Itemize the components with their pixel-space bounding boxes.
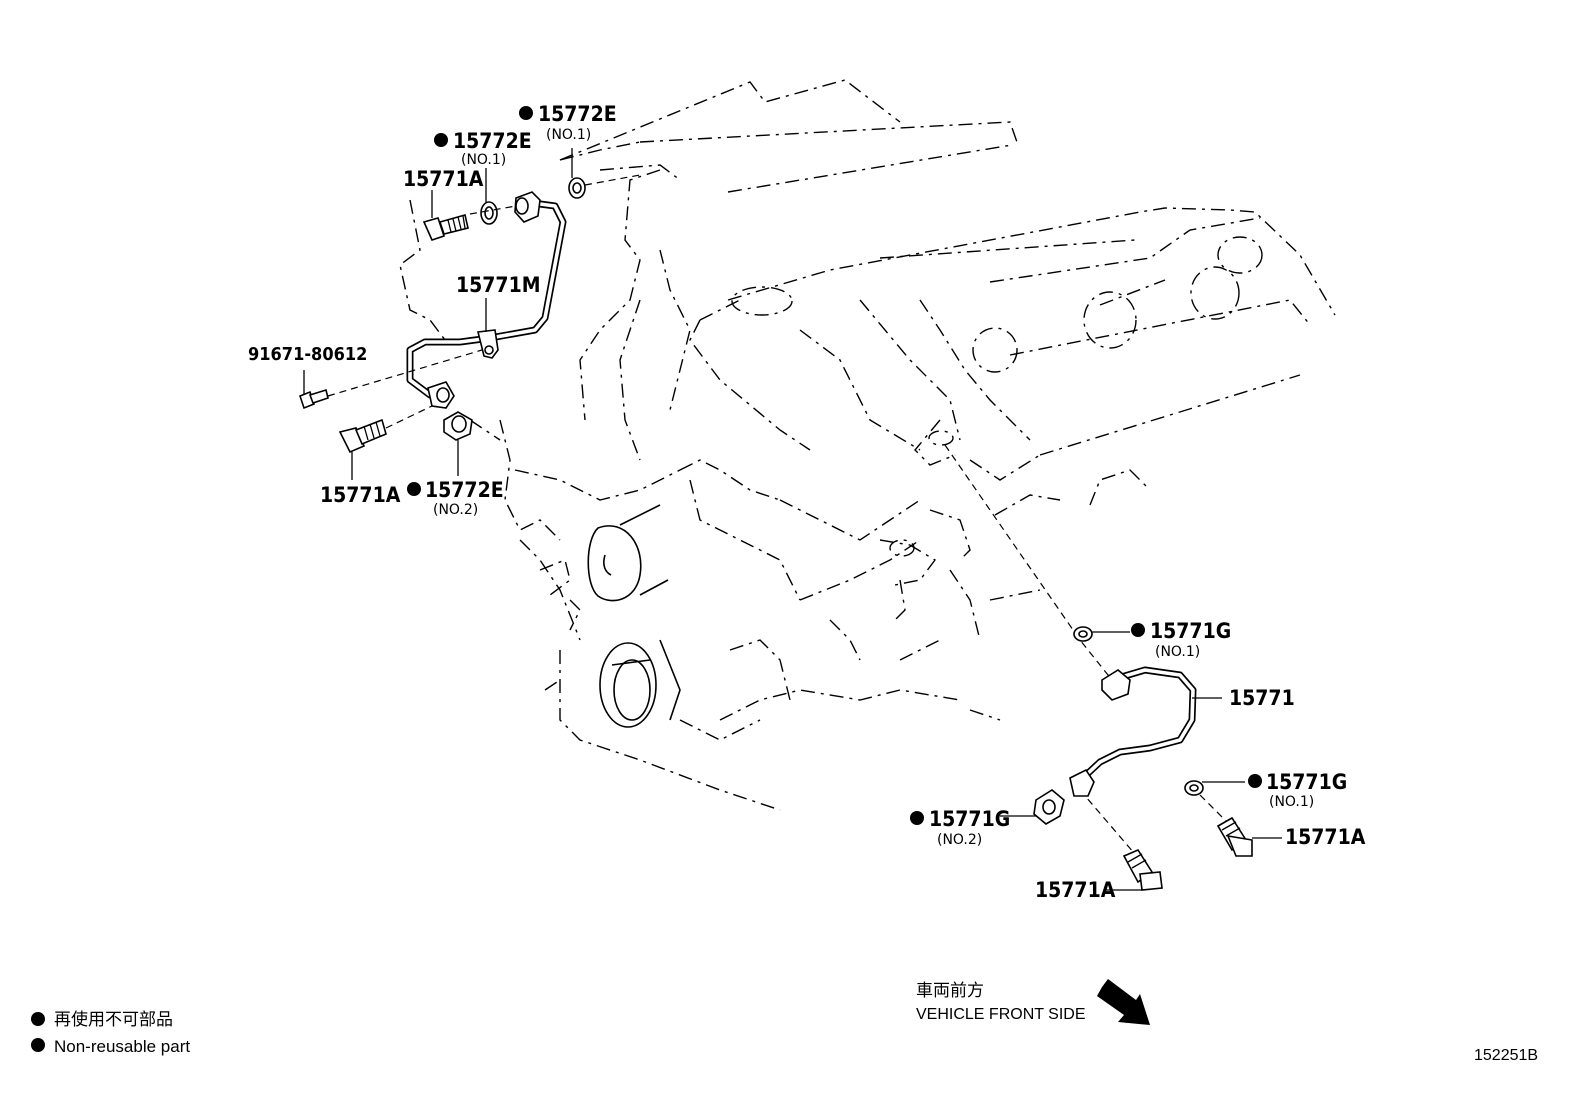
label-91671-80612: 91671-80612 [248,344,367,365]
figure-id: 152251B [1474,1047,1538,1064]
label-15772e-mid-sub: (NO.1) [461,152,506,168]
gasket-15772e-no2 [443,411,473,441]
non-reusable-marker-icon [31,1038,45,1052]
label-15771a-right: 15771A [1285,825,1366,849]
label-15771g-left-sub: (NO.2) [937,832,982,848]
oil-pipe-15771m-assembly [299,174,641,454]
union-bolt-15771a-right [1216,816,1253,857]
label-15771: 15771 [1229,686,1295,710]
part-labels: 15772E (NO.1) 15772E (NO.1) 15771A 15771… [248,102,1366,902]
non-reusable-marker [1131,623,1145,637]
bolt-91671-80612 [299,388,329,410]
direction-label-jp: 車両前方 [916,981,984,1000]
leader-lines [303,148,1282,891]
label-15772e-mid: 15772E [453,129,532,153]
union-bolt-15771a-upper [422,214,469,241]
legend-label-en: Non-reusable part [54,1037,190,1056]
label-15771g-top: 15771G [1150,619,1231,643]
legend: 再使用不可部品 Non-reusable part [31,1009,190,1056]
non-reusable-marker [1248,774,1262,788]
non-reusable-marker [910,811,924,825]
label-15771m: 15771M [456,273,541,297]
non-reusable-marker [519,106,533,120]
direction-label-en: VEHICLE FRONT SIDE [916,1006,1086,1023]
oil-pipe-15771-assembly [944,444,1253,891]
label-15771g-left: 15771G [929,807,1010,831]
label-15772e-low-sub: (NO.2) [433,502,478,518]
engine-block-outline [399,79,1336,811]
gasket-15771g-no2 [1033,789,1065,825]
non-reusable-marker [434,133,448,147]
non-reusable-marker [407,482,421,496]
label-15771a-upper: 15771A [403,167,484,191]
label-15771a-bottom: 15771A [1035,878,1116,902]
label-15772e-top-sub: (NO.1) [546,127,591,143]
label-15771g-right: 15771G [1266,770,1347,794]
non-reusable-marker-icon [31,1012,45,1026]
union-bolt-15771a-bottom [1122,848,1163,891]
legend-label-jp: 再使用不可部品 [54,1009,173,1029]
label-15772e-low: 15772E [425,478,504,502]
label-15771g-right-sub: (NO.1) [1269,794,1314,810]
direction-arrow-icon [1097,979,1150,1025]
label-15771g-top-sub: (NO.1) [1155,644,1200,660]
vehicle-front-indicator: 車両前方 VEHICLE FRONT SIDE [916,979,1150,1025]
union-bolt-15771a-left [338,418,387,454]
label-15771a-left: 15771A [320,483,401,507]
label-15772e-top: 15772E [538,102,617,126]
